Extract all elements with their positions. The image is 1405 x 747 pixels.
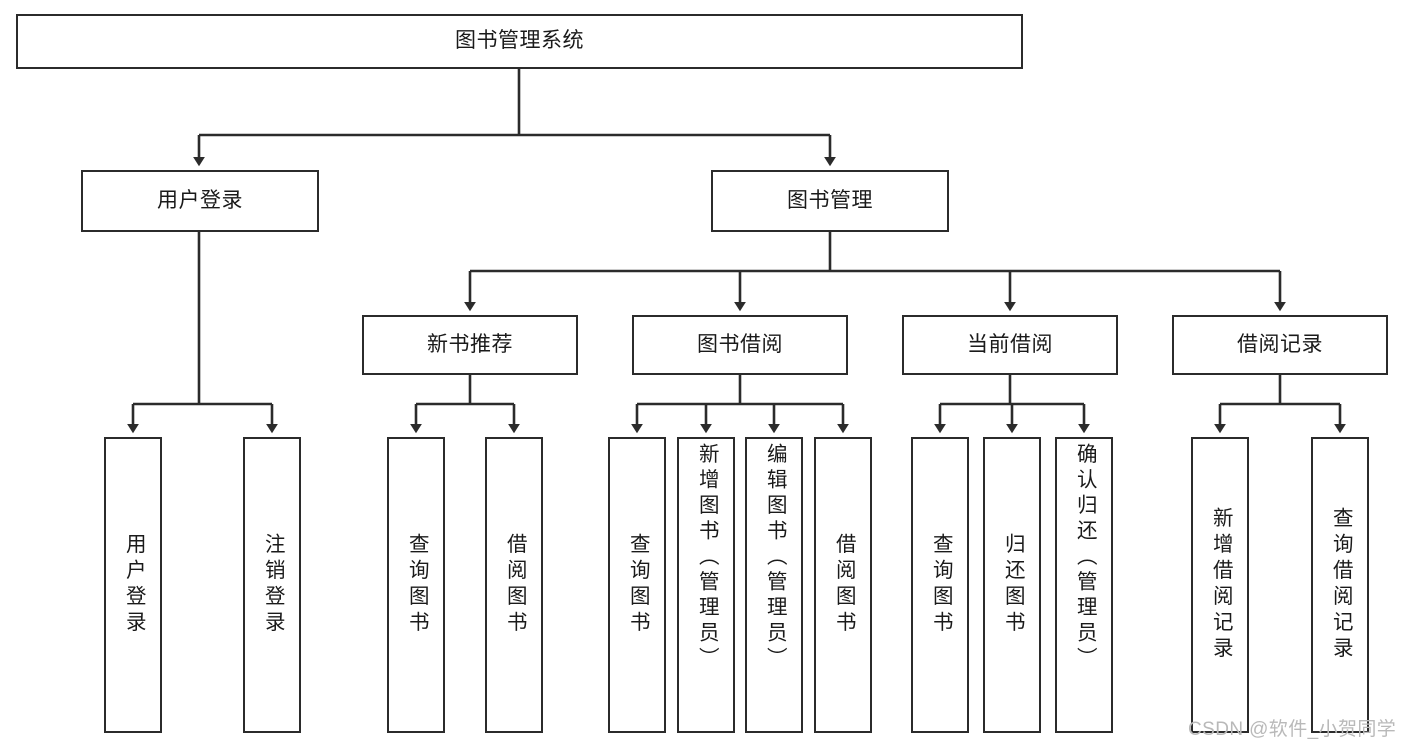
node-leaf-query-book-3-label: 查询图书 (929, 533, 953, 637)
node-leaf-add-book-label: 新增图书（管理员） (695, 443, 719, 673)
connector-borrowrecord-to-leaves (1214, 375, 1346, 434)
connector-userlogin-to-leaves (127, 232, 278, 434)
node-leaf-query-book-3[interactable]: 查询图书 (911, 437, 969, 733)
node-leaf-borrow-book-1-label: 借阅图书 (503, 533, 527, 637)
node-leaf-return-book-label: 归还图书 (1001, 533, 1025, 637)
node-leaf-query-book-1[interactable]: 查询图书 (387, 437, 445, 733)
node-new-book-rec[interactable]: 新书推荐 (362, 315, 578, 375)
node-leaf-add-book[interactable]: 新增图书（管理员） (677, 437, 735, 733)
node-leaf-query-record[interactable]: 查询借阅记录 (1311, 437, 1369, 733)
node-leaf-edit-book[interactable]: 编辑图书（管理员） (745, 437, 803, 733)
node-leaf-borrow-book-1[interactable]: 借阅图书 (485, 437, 543, 733)
node-leaf-query-record-label: 查询借阅记录 (1329, 507, 1353, 663)
node-leaf-confirm-return-label: 确认归还（管理员） (1073, 443, 1097, 673)
node-leaf-query-book-2-label: 查询图书 (626, 533, 650, 637)
node-leaf-return-book[interactable]: 归还图书 (983, 437, 1041, 733)
node-user-login-label: 用户登录 (157, 188, 243, 212)
node-leaf-logout-label: 注销登录 (261, 533, 285, 637)
node-leaf-user-login-label: 用户登录 (122, 533, 146, 637)
node-leaf-query-book-1-label: 查询图书 (405, 533, 429, 637)
node-book-borrow-label: 图书借阅 (697, 332, 783, 356)
node-root[interactable]: 图书管理系统 (16, 14, 1023, 69)
node-book-borrow[interactable]: 图书借阅 (632, 315, 848, 375)
node-leaf-borrow-book-2[interactable]: 借阅图书 (814, 437, 872, 733)
node-leaf-user-login[interactable]: 用户登录 (104, 437, 162, 733)
node-new-book-rec-label: 新书推荐 (427, 332, 513, 356)
watermark-text: CSDN @软件_小贺同学 (1188, 719, 1397, 740)
node-leaf-logout[interactable]: 注销登录 (243, 437, 301, 733)
node-leaf-query-book-2[interactable]: 查询图书 (608, 437, 666, 733)
connector-bookmanage-to-level3 (464, 232, 1286, 312)
node-root-label: 图书管理系统 (455, 29, 584, 53)
node-leaf-add-record[interactable]: 新增借阅记录 (1191, 437, 1249, 733)
node-leaf-add-record-label: 新增借阅记录 (1209, 507, 1233, 663)
node-leaf-borrow-book-2-label: 借阅图书 (832, 533, 856, 637)
connector-root-to-level2 (193, 69, 836, 167)
node-leaf-confirm-return[interactable]: 确认归还（管理员） (1055, 437, 1113, 733)
node-book-manage-label: 图书管理 (787, 188, 873, 212)
node-borrow-record-label: 借阅记录 (1237, 332, 1323, 356)
node-book-manage[interactable]: 图书管理 (711, 170, 949, 232)
node-current-borrow-label: 当前借阅 (967, 332, 1053, 356)
node-current-borrow[interactable]: 当前借阅 (902, 315, 1118, 375)
connector-bookborrow-to-leaves (631, 375, 849, 434)
node-user-login[interactable]: 用户登录 (81, 170, 319, 232)
connector-newbook-to-leaves (410, 375, 520, 434)
connector-currentborrow-to-leaves (934, 375, 1090, 434)
node-leaf-edit-book-label: 编辑图书（管理员） (763, 443, 787, 673)
node-borrow-record[interactable]: 借阅记录 (1172, 315, 1388, 375)
